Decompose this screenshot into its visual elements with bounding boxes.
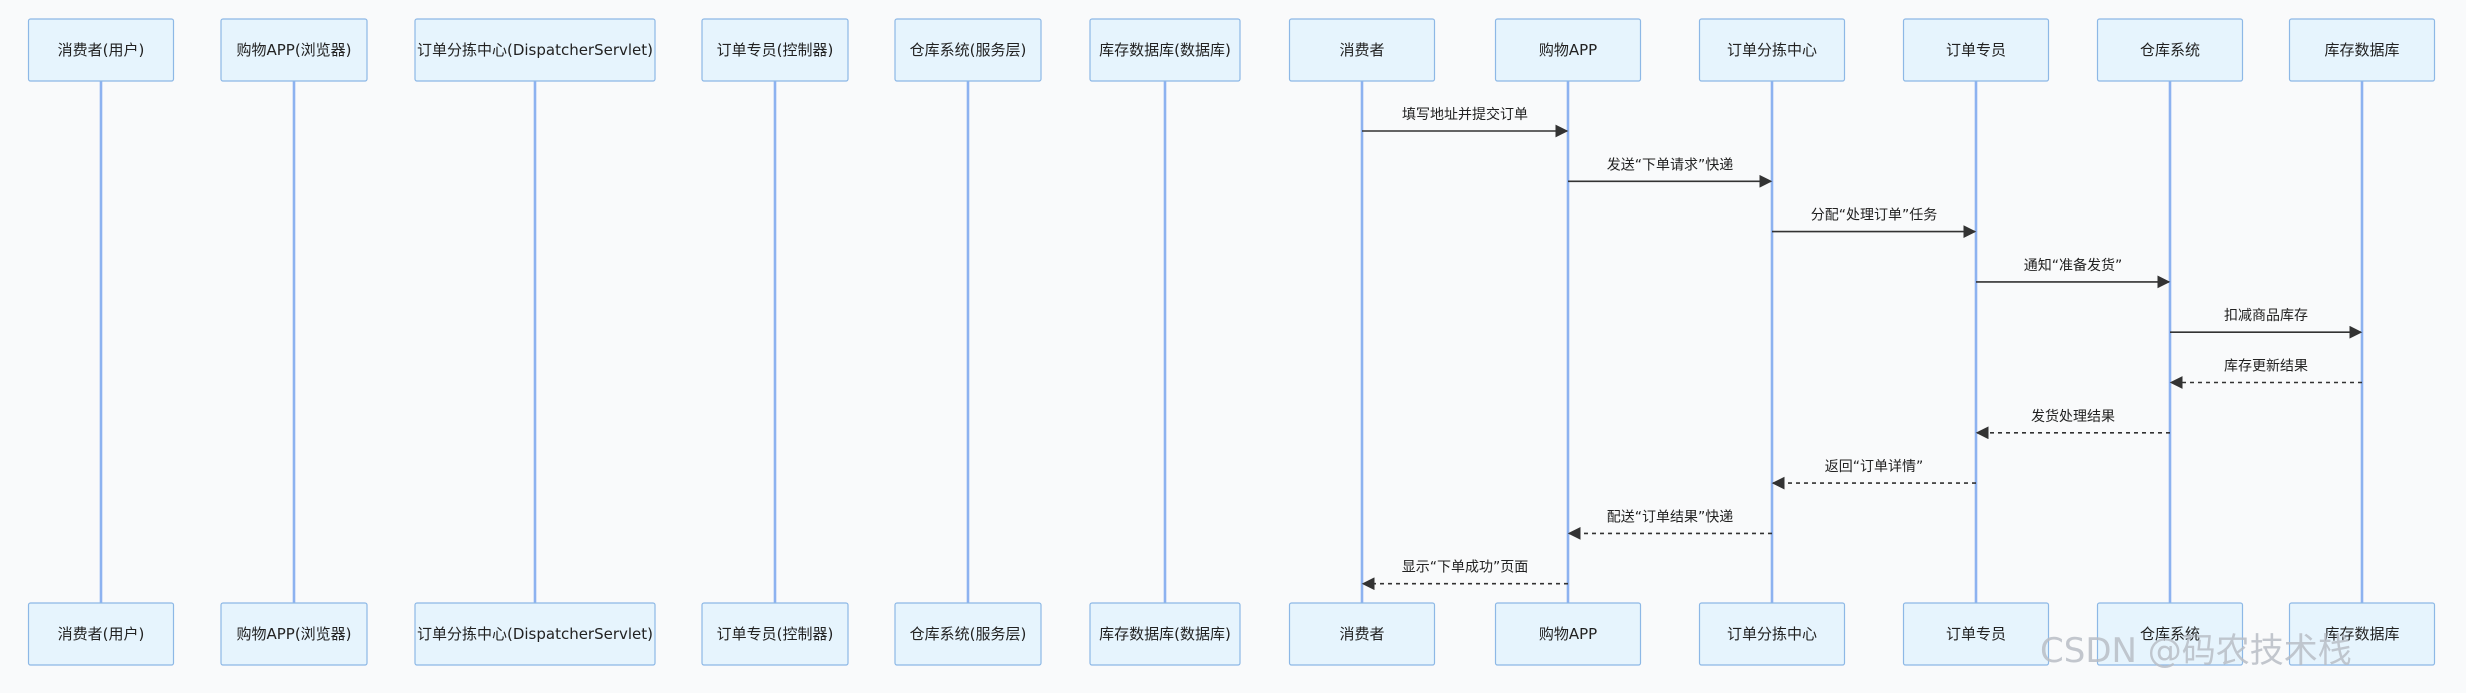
participant-rect bbox=[1089, 602, 1241, 666]
participant-rect bbox=[2096, 602, 2244, 666]
participant-box-top-p8: 购物APP bbox=[1494, 18, 1642, 82]
participant-box-top-p11: 仓库系统 bbox=[2096, 18, 2244, 82]
participant-box-bottom-p5: 仓库系统(服务层) bbox=[894, 602, 1042, 666]
participant-rect bbox=[1698, 602, 1846, 666]
participant-label: 订单分拣中心(DispatcherServlet) bbox=[417, 41, 653, 59]
message-3: 分配“处理订单”任务 bbox=[1772, 208, 1977, 239]
participant-box-bottom-p4: 订单专员(控制器) bbox=[701, 602, 849, 666]
message-label: 显示“下单成功”页面 bbox=[1402, 560, 1529, 576]
message-label: 发货处理结果 bbox=[2031, 408, 2115, 425]
participant-box-top-p3: 订单分拣中心(DispatcherServlet) bbox=[414, 18, 656, 82]
participant-label: 订单专员(控制器) bbox=[717, 41, 834, 59]
message-7: 发货处理结果 bbox=[1975, 408, 2170, 440]
message-label: 通知“准备发货” bbox=[2024, 257, 2123, 274]
participant-rect bbox=[701, 602, 849, 666]
participant-rect bbox=[2288, 602, 2436, 666]
participant-rect bbox=[27, 602, 175, 666]
participant-label: 订单专员 bbox=[1946, 625, 2006, 643]
participant-box-top-p12: 库存数据库 bbox=[2288, 18, 2436, 82]
participant-box-bottom-p3: 订单分拣中心(DispatcherServlet) bbox=[414, 602, 656, 666]
message-label: 库存更新结果 bbox=[2224, 359, 2308, 375]
message-label: 扣减商品库存 bbox=[2224, 308, 2308, 324]
participant-rect bbox=[2288, 18, 2436, 82]
message-label: 分配“处理订单”任务 bbox=[1811, 208, 1938, 224]
participant-label: 订单专员 bbox=[1946, 41, 2006, 59]
participant-box-top-p2: 购物APP(浏览器) bbox=[220, 18, 368, 82]
participant-label: 仓库系统 bbox=[2140, 625, 2200, 643]
participant-label: 消费者 bbox=[1339, 41, 1384, 59]
message-5: 扣减商品库存 bbox=[2170, 308, 2363, 339]
participant-label: 消费者(用户) bbox=[58, 625, 145, 643]
participant-box-bottom-p9: 订单分拣中心 bbox=[1698, 602, 1846, 666]
message-1: 填写地址并提交订单 bbox=[1362, 106, 1569, 138]
participant-label: 消费者 bbox=[1339, 625, 1384, 643]
participant-rect bbox=[1288, 18, 1436, 82]
message-label: 返回“订单详情” bbox=[1825, 459, 1924, 475]
participant-rect bbox=[1494, 602, 1642, 666]
participant-rect bbox=[2096, 18, 2244, 82]
message-10: 显示“下单成功”页面 bbox=[1361, 560, 1568, 591]
participant-label: 库存数据库(数据库) bbox=[1099, 625, 1231, 643]
participant-box-bottom-p2: 购物APP(浏览器) bbox=[220, 602, 368, 666]
participant-rect bbox=[414, 18, 656, 82]
participant-rect bbox=[220, 602, 368, 666]
participant-box-bottom-p12: 库存数据库 bbox=[2288, 602, 2436, 666]
participant-rect bbox=[27, 18, 175, 82]
participant-label: 仓库系统(服务层) bbox=[910, 41, 1027, 59]
participant-rect bbox=[1902, 602, 2050, 666]
participant-label: 仓库系统 bbox=[2140, 41, 2200, 59]
participant-label: 库存数据库 bbox=[2324, 41, 2399, 59]
message-label: 发送“下单请求”快递 bbox=[1607, 157, 1734, 173]
participant-label: 订单专员(控制器) bbox=[717, 625, 834, 643]
message-label: 填写地址并提交订单 bbox=[1402, 106, 1528, 123]
participant-label: 库存数据库 bbox=[2324, 625, 2399, 643]
participant-label: 购物APP(浏览器) bbox=[236, 625, 351, 643]
participant-box-bottom-p7: 消费者 bbox=[1288, 602, 1436, 666]
participant-box-top-p4: 订单专员(控制器) bbox=[701, 18, 849, 82]
participant-box-bottom-p10: 订单专员 bbox=[1902, 602, 2050, 666]
participant-label: 库存数据库(数据库) bbox=[1099, 41, 1231, 59]
participant-rect bbox=[414, 602, 656, 666]
participant-box-bottom-p6: 库存数据库(数据库) bbox=[1089, 602, 1241, 666]
lifelines bbox=[99, 81, 2364, 603]
message-9: 配送“订单结果”快递 bbox=[1567, 509, 1772, 540]
participant-box-bottom-p1: 消费者(用户) bbox=[27, 602, 175, 666]
participant-label: 购物APP bbox=[1539, 41, 1597, 59]
participant-rect bbox=[220, 18, 368, 82]
participant-box-top-p5: 仓库系统(服务层) bbox=[894, 18, 1042, 82]
participant-box-top-p9: 订单分拣中心 bbox=[1698, 18, 1846, 82]
participant-rect bbox=[1494, 18, 1642, 82]
participant-label: 购物APP(浏览器) bbox=[236, 41, 351, 59]
participant-rect bbox=[894, 602, 1042, 666]
participant-rect bbox=[701, 18, 849, 82]
participant-label: 仓库系统(服务层) bbox=[910, 625, 1027, 643]
participant-box-top-p7: 消费者 bbox=[1288, 18, 1436, 82]
message-4: 通知“准备发货” bbox=[1976, 257, 2171, 289]
participant-label: 购物APP bbox=[1539, 625, 1597, 643]
participant-rect bbox=[1902, 18, 2050, 82]
participant-label: 订单分拣中心(DispatcherServlet) bbox=[417, 625, 653, 643]
participant-rect bbox=[1698, 18, 1846, 82]
participant-label: 消费者(用户) bbox=[58, 41, 145, 59]
participant-box-top-p6: 库存数据库(数据库) bbox=[1089, 18, 1241, 82]
message-2: 发送“下单请求”快递 bbox=[1568, 157, 1773, 188]
participant-box-top-p10: 订单专员 bbox=[1902, 18, 2050, 82]
participant-rect bbox=[1288, 602, 1436, 666]
participant-rect bbox=[894, 18, 1042, 82]
participant-rect bbox=[1089, 18, 1241, 82]
message-6: 库存更新结果 bbox=[2169, 359, 2362, 389]
watermark-text: CSDN @码农技术栈 bbox=[2040, 631, 2352, 671]
message-8: 返回“订单详情” bbox=[1771, 459, 1976, 490]
participant-label: 订单分拣中心 bbox=[1727, 625, 1817, 643]
participant-box-bottom-p11: 仓库系统 bbox=[2096, 602, 2244, 666]
participant-box-top-p1: 消费者(用户) bbox=[27, 18, 175, 82]
participant-label: 订单分拣中心 bbox=[1727, 41, 1817, 59]
message-label: 配送“订单结果”快递 bbox=[1607, 509, 1734, 525]
actors: 消费者(用户) 消费者(用户) 购物APP(浏览器) 购物APP(浏览器) 订单分拣中心… bbox=[27, 18, 2436, 666]
participant-box-bottom-p8: 购物APP bbox=[1494, 602, 1642, 666]
